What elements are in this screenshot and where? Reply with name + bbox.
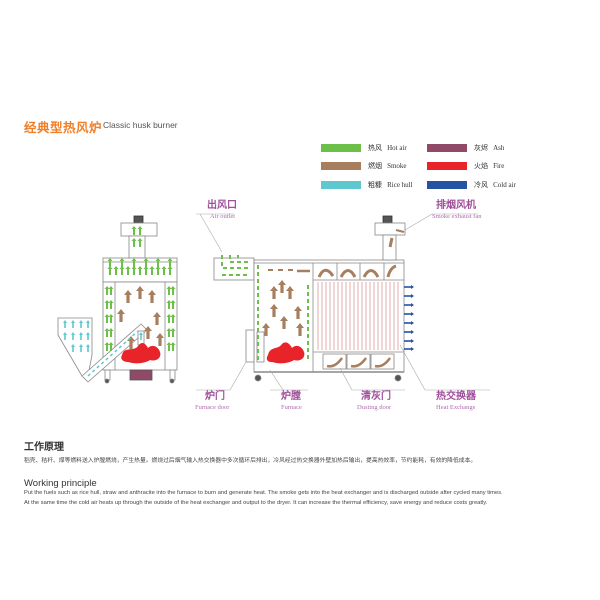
air-outlet-label-cn: 出风口	[207, 200, 237, 211]
front-view-machine	[213, 215, 406, 382]
legend-label-cn: 燃烟	[368, 162, 382, 170]
legend-label-cn: 冷风	[474, 181, 488, 189]
legend-label-en: Hot air	[387, 144, 407, 152]
legend-label-en: Smoke	[387, 162, 407, 170]
smoke-exhaust-fan-label-en: Smoke exhaust fan	[432, 213, 482, 220]
legend-item-ash: 灰烬 Ash	[427, 143, 504, 153]
hot-air-path-front	[221, 255, 309, 362]
page-title-cn: 经典型热风炉	[24, 120, 103, 135]
dusting-door-label-en: Dusting door	[357, 404, 392, 411]
hot-air-swatch	[321, 144, 361, 152]
legend-label-cn: 火焰	[474, 162, 488, 170]
rice-hull-arrows	[63, 320, 143, 377]
principle-body-en-line1: Put the fuels such as rice hull, straw a…	[24, 490, 503, 496]
heat-exchanger-tubes	[317, 282, 399, 350]
fire-swatch	[427, 162, 467, 170]
legend-label-en: Cold air	[493, 181, 516, 189]
cold-air-arrows	[404, 285, 414, 351]
legend-label-en: Rice hull	[387, 181, 413, 189]
fire-front	[266, 342, 305, 364]
legend-label-cn: 灰烬	[474, 144, 488, 152]
smoke-swatch	[321, 162, 361, 170]
dusting-door-label-cn: 清灰门	[361, 391, 391, 402]
cold-air-swatch	[427, 181, 467, 189]
heat-exchange-label-en: Heat Exchange	[436, 404, 476, 411]
callout-leaders	[196, 213, 490, 391]
furnace-label-en: Furnace	[281, 404, 302, 411]
page-title-en: Classic husk burner	[103, 120, 178, 130]
air-outlet-label-en: Air outlet	[210, 213, 236, 220]
legend-label-cn: 粗糠	[368, 181, 382, 189]
legend-item-fire: 火焰 Fire	[427, 161, 504, 171]
legend-item-cold-air: 冷风 Cold air	[427, 180, 516, 190]
legend-label-cn: 热风	[368, 144, 382, 152]
side-view-machine	[57, 215, 178, 384]
fire-side	[121, 342, 161, 364]
rice-hull-swatch	[321, 181, 361, 189]
legend-label-en: Ash	[493, 144, 505, 152]
ash-swatch	[427, 144, 467, 152]
legend-label-en: Fire	[493, 162, 505, 170]
furnace-door-label-en: Furnace door	[195, 404, 230, 411]
principle-heading-cn: 工作原理	[24, 442, 64, 453]
legend-item-hot-air: 热风 Hot air	[321, 143, 407, 153]
principle-body-cn: 稻壳、秸秆、煤等燃料送入炉膛燃烧，产生热量。燃烧过后烟气输入热交换器中多次循环后…	[24, 458, 477, 464]
heat-exchange-label-cn: 热交换器	[436, 391, 476, 402]
principle-heading-en: Working principle	[24, 478, 97, 489]
legend-item-rice-hull: 粗糠 Rice hull	[321, 180, 413, 190]
furnace-label-cn: 炉膛	[281, 391, 301, 402]
legend-item-smoke: 燃烟 Smoke	[321, 161, 407, 171]
smoke-arrows-front	[262, 229, 405, 368]
principle-body-en-line2: At the same time the cold air heats up t…	[24, 500, 488, 506]
furnace-door-label-cn: 炉门	[205, 391, 225, 402]
smoke-exhaust-fan-label-cn: 排烟风机	[436, 200, 476, 211]
